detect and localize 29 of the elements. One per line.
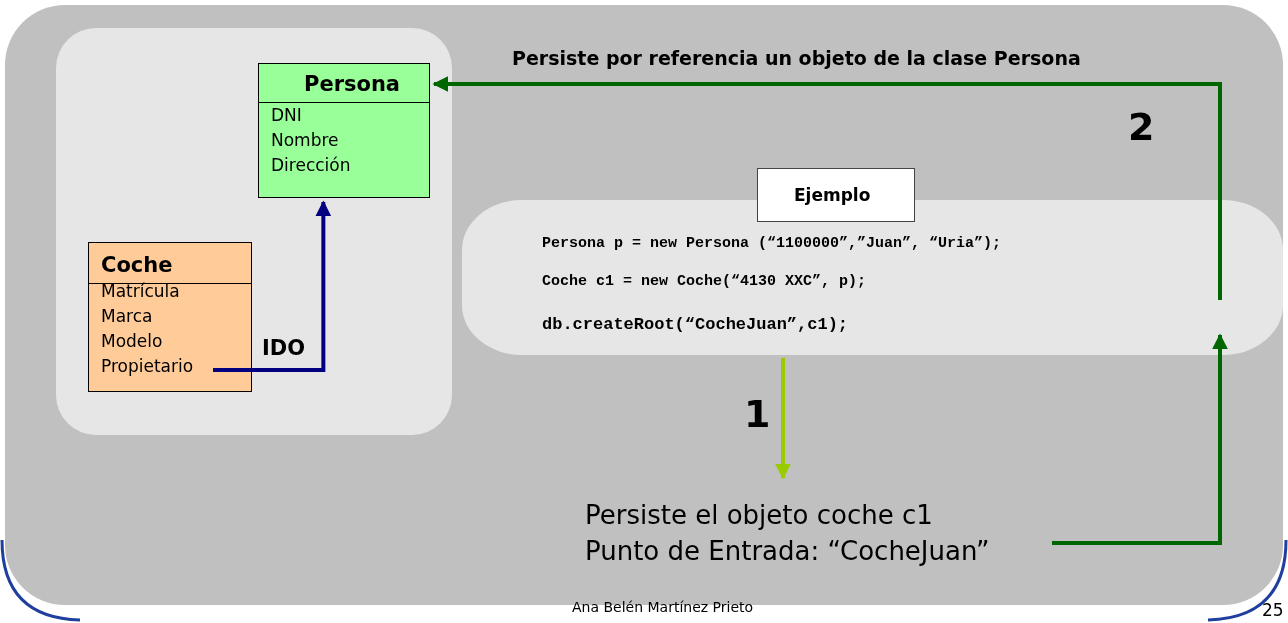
step-number: 1 [744,392,771,436]
edge-label: Persiste por referencia un objeto de la clase Persona [512,47,1081,69]
footer-author: Ana Belén Martínez Prieto [572,599,754,615]
attribute-name: Propietario [101,356,194,376]
attribute-name: Marca [101,306,153,326]
class-box [258,63,430,198]
arrow [213,200,332,372]
heading-box [757,168,915,222]
attribute-name: Matrícula [101,281,180,301]
arrow [432,76,1222,300]
code-line: Coche c1 = new Coche(“4130 XXC”, p); [542,273,867,290]
code-line: Persona p = new Persona (“1100000”,”Juan”, “Uria”); [542,235,1002,252]
page-number: 25 [1262,600,1284,620]
edge-label: IDO [262,336,306,360]
code-line: db.createRoot(“CocheJuan”,c1); [542,315,849,334]
class-name: Persona [304,72,401,96]
step-number: 2 [1128,105,1155,149]
panel [56,28,452,435]
attribute-name: Modelo [101,331,163,351]
note-text: Punto de Entrada: “CocheJuan” [585,536,990,566]
attribute-name: Dirección [271,155,351,175]
note-text: Persiste el objeto coche c1 [585,500,933,530]
arrow [1052,333,1228,545]
class-name: Coche [101,253,173,277]
attribute-name: DNI [271,105,302,125]
heading: Ejemplo [794,185,871,205]
arrow [775,358,791,480]
class-box [88,242,252,392]
attribute-name: Nombre [271,130,339,150]
